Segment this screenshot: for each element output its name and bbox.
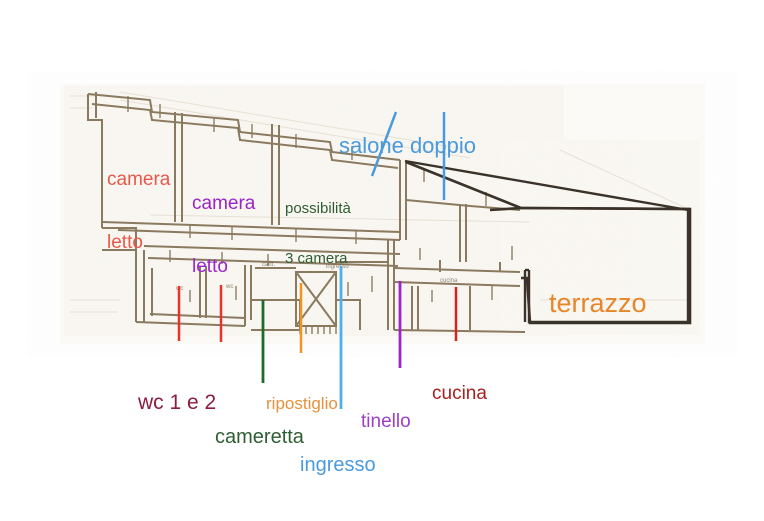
- label-tinello: tinello: [361, 368, 411, 474]
- label-line: ripostiglio: [266, 394, 338, 414]
- annotation-labels: camera letto camera letto possibilità 3 …: [107, 85, 647, 493]
- label-line: 3 camera: [285, 249, 348, 267]
- label-line: tinello: [361, 410, 411, 432]
- label-cameretta: cameretta: [215, 381, 304, 493]
- svg-text:wc: wc: [225, 284, 233, 290]
- label-line: salone doppio: [339, 133, 477, 159]
- svg-text:cam.: cam.: [262, 262, 275, 268]
- label-camera-letto-1: camera letto: [107, 126, 170, 296]
- leader-salone-diagonal: [370, 111, 398, 177]
- label-ripostiglio: ripostiglio: [266, 356, 338, 451]
- label-line: wc 1 e 2: [138, 391, 217, 415]
- label-camera-letto-2: camera letto: [192, 150, 255, 320]
- label-line: ingresso: [300, 453, 376, 476]
- label-cucina: cucina: [432, 340, 487, 446]
- label-line: terrazzo: [549, 288, 647, 319]
- label-line: letto: [107, 232, 143, 254]
- label-line: cameretta: [215, 425, 304, 448]
- label-terrazzo: terrazzo: [549, 228, 647, 379]
- label-line: possibilità: [285, 199, 351, 217]
- svg-text:ingresso: ingresso: [326, 264, 349, 270]
- label-wc-1-e-2: wc 1 e 2: [138, 344, 216, 462]
- svg-text:cucina: cucina: [440, 278, 458, 284]
- label-salone-doppio: salone doppio: [339, 85, 476, 208]
- label-line: camera: [107, 168, 171, 190]
- floor-plan-drawing: wc wc ingresso cucina cam.: [60, 84, 705, 344]
- leader-lines-group: [177, 111, 458, 409]
- screenshot-canvas: wc wc ingresso cucina cam.: [60, 84, 705, 493]
- label-ingresso: ingresso: [300, 409, 376, 521]
- label-line: camera: [192, 192, 256, 214]
- label-line: cucina: [432, 382, 487, 404]
- label-possibilita-3-camera: possibilità 3 camera: [285, 167, 351, 301]
- label-line: letto: [192, 256, 228, 278]
